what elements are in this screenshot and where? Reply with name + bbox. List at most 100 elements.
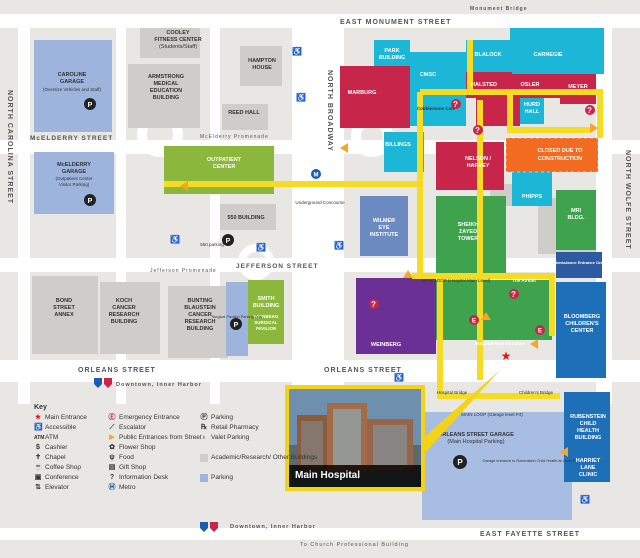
label-smith-3: WEINBERG xyxy=(254,314,279,319)
label-smith-1: SMITH xyxy=(257,296,274,302)
church-label: To Church Professional Building xyxy=(300,542,409,548)
legend-valet: ♁Valet Parking xyxy=(201,434,250,441)
info-icons: ? ? ? ? ? xyxy=(369,99,595,309)
label-marburg: MARBURG xyxy=(348,90,377,96)
inset-caption: Main Hospital xyxy=(289,465,421,487)
ambulance-entrance xyxy=(556,252,602,278)
svg-text:?: ? xyxy=(371,300,376,309)
label-main-loop: MAIN LOOP (Hospital Main Level) xyxy=(422,278,491,283)
label-smith-4: SURGICAL xyxy=(254,320,278,325)
label-bond-2: STREET xyxy=(53,305,75,311)
label-rub-1: RUBENSTEIN xyxy=(570,414,606,420)
label-harriet-3: CLINIC xyxy=(579,472,597,478)
label-koch-2: CANCER xyxy=(112,305,136,311)
info-icon: ? xyxy=(109,474,115,481)
dollar-icon: $ xyxy=(36,444,40,451)
label-weinberg: WEINBERG xyxy=(371,342,401,348)
label-hampton-1: HAMPTON xyxy=(248,58,276,64)
label-outpatient-2: CENTER xyxy=(213,164,236,170)
label-meyer: MEYER xyxy=(568,84,588,90)
emergency-icon: Ⓔ xyxy=(108,414,116,421)
parking-icon xyxy=(230,318,242,330)
label-sheikh-1: SHEIKH xyxy=(458,222,479,228)
legend-pharmacy: ℞Retail Pharmacy xyxy=(200,424,259,431)
label-main-entrance: Hospital Main Entrance xyxy=(475,341,525,346)
legend-escalator: ⟋Escalator xyxy=(109,424,147,431)
label-sheikh-2: ZAYED xyxy=(459,229,477,235)
street-orleans-2: ORLEANS STREET xyxy=(324,367,402,374)
parking-icon xyxy=(84,98,96,110)
label-closed-2: CONSTRUCTION xyxy=(538,156,582,162)
label-nelson-1: NELSON / xyxy=(465,156,491,162)
building-labels: COOLEY FITNESS CENTER (Students/Staff) H… xyxy=(43,30,606,478)
label-armstrong-1: ARMSTRONG xyxy=(148,74,184,80)
label-garage-note: Garage entrance to Rubenstein Child Heal… xyxy=(483,459,578,463)
label-cobblestone: Cobblestone Café xyxy=(417,106,456,111)
svg-text:P: P xyxy=(88,198,93,205)
label-park-1: PARK xyxy=(384,48,399,54)
label-mri-2: BLDG. xyxy=(567,215,585,221)
label-armstrong-2: MEDICAL xyxy=(153,81,179,87)
metro-icon: Ⓜ xyxy=(108,484,116,491)
label-bond-3: ANNEX xyxy=(54,312,74,318)
svg-text:♿: ♿ xyxy=(296,92,306,102)
flower-icon: ✿ xyxy=(109,444,115,451)
street-labels: EAST MONUMENT STREET Monument Bridge NOR… xyxy=(6,6,631,548)
label-halsted: HALSTED xyxy=(471,82,497,88)
label-bunting-1: BUNTING xyxy=(187,298,212,304)
label-cooley-2: FITNESS CENTER xyxy=(154,37,201,43)
legend-elevator: ⇅Elevator xyxy=(35,484,69,491)
svg-text:♿: ♿ xyxy=(334,240,344,250)
legend-chapel: ✝Chapel xyxy=(35,454,66,461)
label-caroline-1: CAROLINE xyxy=(58,72,87,78)
label-hampton-2: HOUSE xyxy=(252,65,272,71)
label-phipps: PHIPPS xyxy=(522,194,543,200)
legend-gift: ▤Gift Shop xyxy=(108,464,147,471)
star-icon: ★ xyxy=(34,414,42,421)
escalator-icon: ⟋ xyxy=(109,424,115,431)
weinberg-building xyxy=(356,278,436,354)
label-smith-5: PAVILION xyxy=(256,326,277,331)
label-mri-1: MRI xyxy=(571,208,582,214)
street-north-broadway: NORTH BROADWAY xyxy=(326,70,333,152)
label-closed-1: CLOSED DUE TO xyxy=(537,148,583,154)
street-north-wolfe: NORTH WOLFE STREET xyxy=(624,150,631,250)
label-smith-2: BUILDING xyxy=(253,303,280,309)
label-cooley: COOLEY xyxy=(166,30,190,36)
label-billings: BILLINGS xyxy=(385,142,411,148)
svg-text:?: ? xyxy=(475,126,480,135)
street-orleans: ORLEANS STREET xyxy=(78,367,156,374)
label-hurd-2: HALL xyxy=(525,109,540,115)
accessible-icons: ♿ ♿ ♿ ♿ ♿ ♿ ♿ xyxy=(170,46,590,504)
svg-text:♿: ♿ xyxy=(170,234,180,244)
red-buildings xyxy=(340,66,596,190)
label-children-bridge: Children's Bridge xyxy=(519,390,554,395)
legend-conference: ▣Conference xyxy=(34,474,79,481)
jefferson-promenade-label: Jefferson Promenade xyxy=(150,268,217,274)
label-bloom-2: CHILDREN'S xyxy=(565,321,599,327)
svg-text:?: ? xyxy=(453,100,458,109)
label-carnegie: CARNEGIE xyxy=(533,52,562,58)
label-bunting-3: CANCER xyxy=(188,312,212,318)
label-550: 550 BUILDING xyxy=(227,215,264,221)
label-reed-hall: REED HALL xyxy=(228,110,260,116)
svg-text:?: ? xyxy=(587,106,592,115)
label-harriet-1: HARRIET xyxy=(576,458,601,464)
label-bond-1: BOND xyxy=(56,298,72,304)
legend-parking-area: Parking xyxy=(200,474,233,482)
label-cooley-3: (Students/Staff) xyxy=(159,44,197,50)
label-wilmer-1: WILMER xyxy=(373,218,395,224)
label-nelson-2: HARVEY xyxy=(467,163,490,169)
svg-text:E: E xyxy=(472,319,476,325)
parking-icon xyxy=(222,234,234,246)
elevator-icon: ⇅ xyxy=(35,484,41,491)
emergency-icon xyxy=(535,325,545,335)
monument-bridge-label: Monument Bridge xyxy=(470,6,528,12)
label-cmsc: CMSC xyxy=(420,72,436,78)
food-icon: ψ xyxy=(109,454,115,461)
downtown-label-2: Downtown, Inner Harbor xyxy=(230,524,316,530)
